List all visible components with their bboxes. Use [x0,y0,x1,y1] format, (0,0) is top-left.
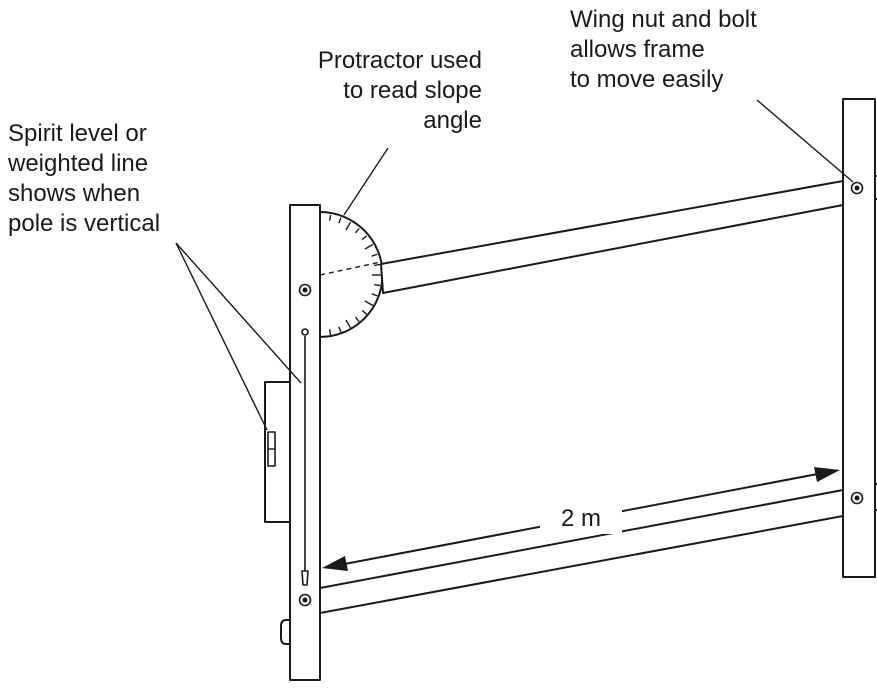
label-wing-nut-line-3: to move easily [570,66,724,93]
label-protractor: Protractor used to read slope angle [250,46,482,136]
label-protractor-line-2: to read slope [343,77,482,104]
protractor-tick [361,235,368,241]
protractor-tick [345,221,352,231]
protractor-tick [338,326,342,333]
label-protractor-line-3: angle [423,107,482,134]
protractor-tick [361,309,368,315]
label-wing-nut-line-2: allows frame [570,36,705,63]
top-beam [380,180,844,294]
label-spirit-level-line-3: shows when [8,180,141,207]
leader-lines [175,99,854,431]
bolt-right-top [850,181,864,195]
protractor-tick [338,217,342,224]
weighted-line [301,328,309,586]
protractor-tick [374,263,381,267]
protractor-tick [354,316,360,323]
label-protractor-line-1: Protractor used [317,47,482,74]
label-wing-nut: Wing nut and bolt allows frame to move e… [570,5,757,95]
spirit-level [264,381,293,523]
label-wing-nut-line-1: Wing nut and bolt [570,6,757,33]
protractor-tick [364,243,374,250]
protractor-reading-line [319,261,382,276]
label-spirit-level-line-1: Spirit level or [8,120,147,147]
protractor-tick [364,300,374,307]
label-spirit-level-line-2: weighted line [8,150,149,177]
protractor-ticks [328,214,381,336]
distance-label: 2 m [540,504,622,534]
leader-level-to-box [175,242,268,431]
bolt-left-top [298,283,312,297]
protractor-tick [354,227,360,234]
protractor-tick [371,293,378,297]
protractor-tick [328,214,332,221]
leader-wing-nut [756,99,854,183]
leader-level-to-plumb [175,242,302,384]
protractor [319,211,384,338]
protractor-tick [328,329,332,336]
right-pole [842,98,876,578]
label-spirit-level-line-4: pole is vertical [8,210,161,237]
pole-clip [280,619,290,645]
bolt-left-bottom [298,593,312,607]
protractor-tick [345,319,352,329]
leader-protractor [343,147,389,216]
label-spirit-level: Spirit level or weighted line shows when… [8,119,160,239]
protractor-tick [371,253,378,257]
bolt-right-bottom [850,491,864,505]
protractor-tick [374,283,381,287]
